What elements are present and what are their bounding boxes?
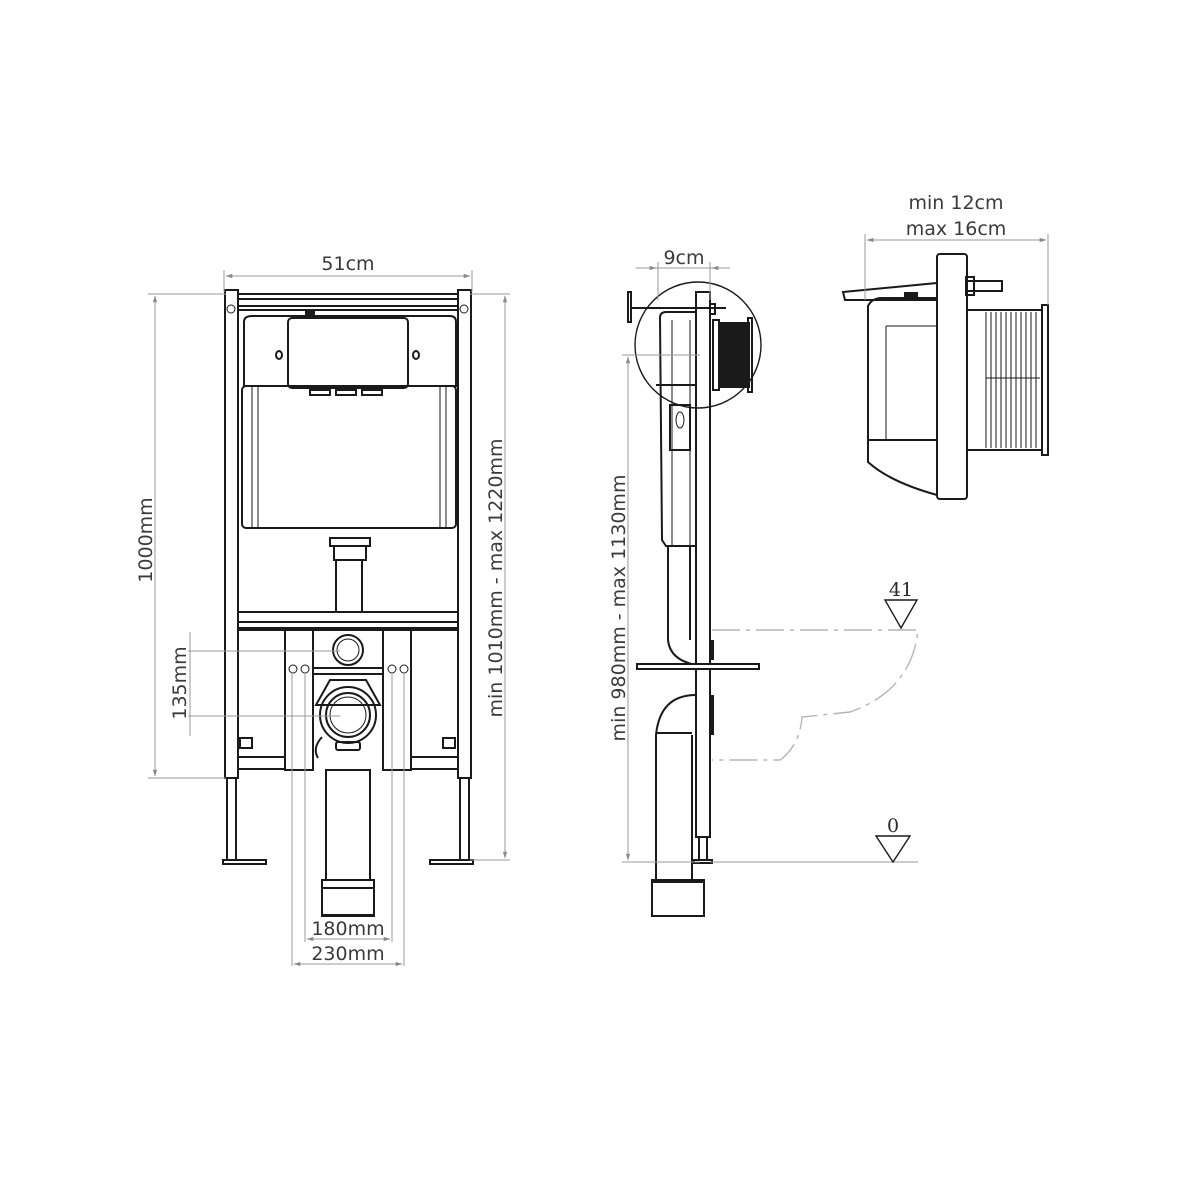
left-leg — [226, 777, 237, 861]
side-height-label: min 980mm - max 1130mm — [608, 475, 630, 742]
flush-access-box — [287, 317, 409, 389]
front-dimensions: 51cm 1000mm 135mm min 1010mm - max 1220m… — [135, 253, 510, 967]
side-depth-label: 9cm — [663, 247, 704, 269]
floor-level-marker: 0 — [887, 815, 899, 837]
detail-cistern — [867, 297, 938, 497]
left-foot — [222, 859, 267, 865]
side-cistern — [658, 311, 697, 547]
detail-dimensions: min 12cm max 16cm — [864, 192, 1049, 305]
side-waste-outlet — [651, 879, 705, 917]
floor-level-triangle — [874, 835, 912, 864]
wc-pan-outline — [712, 629, 919, 761]
outer-spacing-label: 230mm — [311, 943, 384, 965]
waste-outlet — [319, 686, 377, 744]
detail-circle — [634, 281, 762, 409]
flush-outlet — [332, 634, 364, 666]
side-upright — [695, 291, 711, 838]
detail-view — [841, 253, 1049, 500]
left-upright — [224, 289, 239, 779]
height-label: 1000mm — [135, 497, 157, 582]
side-view: 41 0 — [627, 281, 919, 917]
right-foot — [429, 859, 474, 865]
side-dimensions: 9cm min 980mm - max 1130mm — [608, 247, 730, 863]
flush-actuator — [720, 322, 750, 388]
inner-spacing-label: 180mm — [311, 918, 384, 940]
detail-max-label: max 16cm — [906, 218, 1007, 240]
right-upright — [457, 289, 472, 779]
width-label: 51cm — [321, 253, 374, 275]
outlet-offset-label: 135mm — [169, 646, 191, 719]
right-leg — [459, 777, 470, 861]
adjustable-height-label: min 1010mm - max 1220mm — [485, 439, 507, 718]
bowl-level-marker: 41 — [889, 579, 913, 601]
cistern — [241, 385, 457, 529]
detail-min-label: min 12cm — [909, 192, 1004, 214]
bowl-level-triangle — [883, 599, 919, 630]
front-view — [222, 289, 474, 917]
waste-pipe — [325, 769, 371, 881]
detail-upright — [936, 253, 968, 500]
actuator-ribs — [985, 312, 1040, 448]
